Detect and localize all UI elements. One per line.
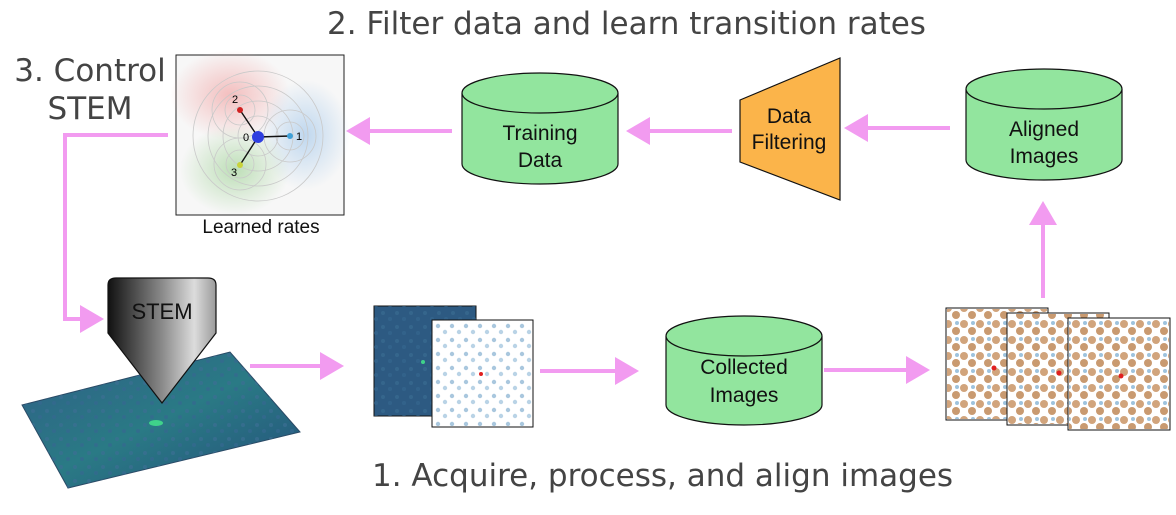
- arrows: [63, 114, 1057, 385]
- aligned-images-label-2: Images: [1010, 145, 1079, 168]
- data-filtering-label-1: Data: [767, 105, 812, 128]
- rate-label-2: 2: [232, 94, 238, 106]
- rate-node-0: [252, 131, 264, 143]
- control-title-line-2: STEM: [47, 91, 133, 127]
- raw-image-pair: [373, 305, 534, 428]
- learned-rates-caption: Learned rates: [202, 217, 320, 238]
- rate-node-2: [237, 107, 243, 113]
- training-data-label-2: Data: [518, 149, 563, 172]
- rate-node-3: [237, 162, 243, 168]
- learned-rates-panel: 0 1 2 3: [170, 50, 350, 216]
- control-stem-title: 3. Control STEM: [10, 52, 170, 128]
- rate-label-3: 3: [231, 167, 237, 179]
- training-data-cylinder: Training Data: [461, 72, 619, 185]
- stem-probe: [107, 277, 217, 404]
- rate-node-1: [287, 133, 293, 139]
- rate-label-1: 1: [296, 131, 302, 143]
- aligned-image-stack: [945, 307, 1171, 431]
- collected-images-label-2: Images: [710, 384, 779, 407]
- arrow-rates-to-stem: [63, 133, 168, 333]
- training-data-label-1: Training: [502, 122, 577, 145]
- aligned-images-cylinder: Aligned Images: [965, 68, 1123, 181]
- data-filtering-label-2: Filtering: [752, 131, 827, 154]
- filter-learn-title: 2. Filter data and learn transition rate…: [327, 6, 926, 42]
- control-title-line-1: 3. Control: [14, 53, 166, 89]
- aligned-images-label-1: Aligned: [1009, 118, 1079, 141]
- acquire-align-title: 1. Acquire, process, and align images: [372, 458, 954, 494]
- rate-label-0: 0: [243, 132, 249, 144]
- stem-instrument: STEM: [21, 277, 301, 489]
- collected-images-label-1: Collected: [700, 356, 788, 379]
- stem-probe-label: STEM: [131, 299, 192, 324]
- data-filtering-block: Data Filtering: [739, 57, 841, 201]
- collected-images-cylinder: Collected Images: [665, 315, 823, 426]
